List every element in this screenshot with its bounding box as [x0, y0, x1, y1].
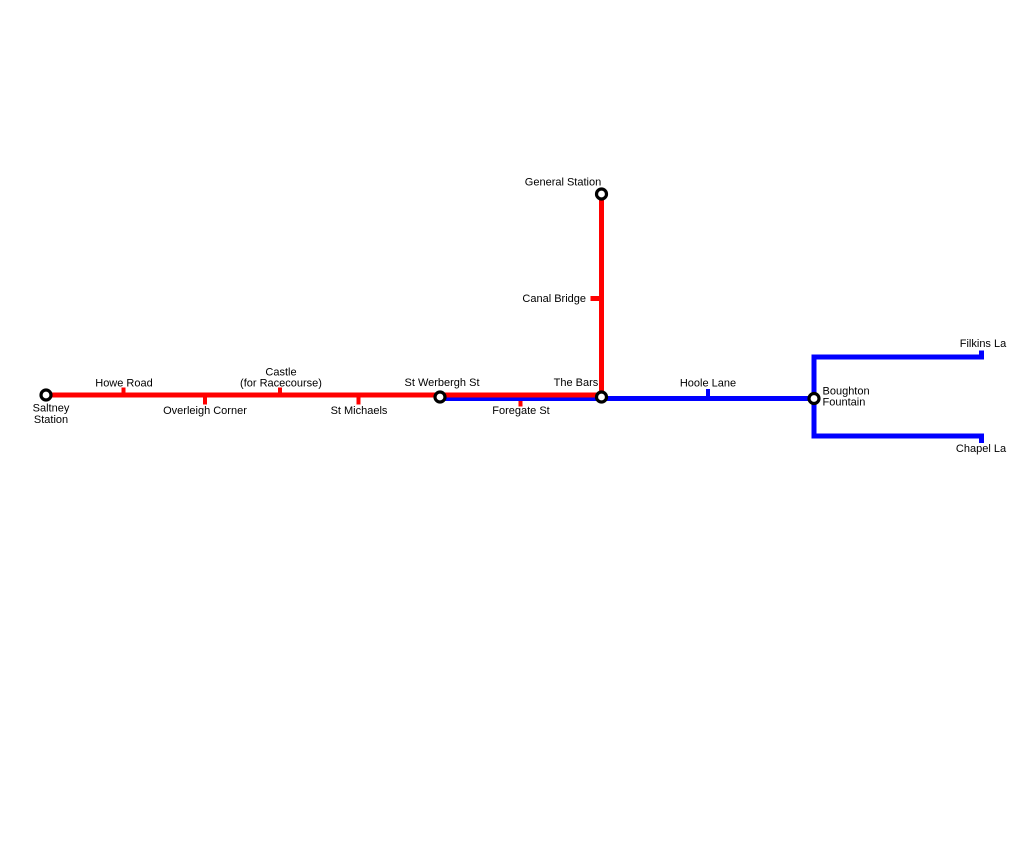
station-label-filkins-la: Filkins La [960, 338, 1007, 350]
station-label-hoole-lane: Hoole Lane [680, 378, 736, 390]
station-label-line: Saltney [33, 403, 70, 415]
station-label-line: General Station [525, 177, 601, 189]
station-label-overleigh-corner: Overleigh Corner [163, 405, 247, 417]
station-label-line: Overleigh Corner [163, 405, 247, 417]
station-label-chapel-la: Chapel La [956, 443, 1007, 455]
station-label-line: Howe Road [95, 378, 152, 390]
station-label-line: Hoole Lane [680, 378, 736, 390]
station-label-howe-road: Howe Road [95, 378, 152, 390]
station-label-line: Castle [265, 367, 296, 379]
station-label-line: Foregate St [492, 405, 549, 417]
station-marker-the-bars [594, 390, 609, 404]
station-marker-general-station [594, 187, 609, 201]
station-label-line: Station [34, 414, 68, 426]
station-marker-boughton-fountain [807, 391, 821, 406]
station-label-line: Boughton [823, 386, 870, 398]
station-label-line: St Werbergh St [405, 377, 480, 389]
red-line [47, 194, 604, 398]
station-label-line: Canal Bridge [522, 293, 586, 305]
station-label-the-bars: The Bars [554, 377, 599, 389]
station-label-line: Fountain [823, 397, 866, 409]
station-label-castle: Castle(for Racecourse) [240, 367, 322, 390]
station-label-general-station: General Station [525, 177, 601, 189]
station-label-st-werbergh-st: St Werbergh St [405, 377, 480, 389]
station-label-line: Filkins La [960, 338, 1007, 350]
station-label-line: (for Racecourse) [240, 378, 322, 390]
station-label-st-michaels: St Michaels [331, 405, 388, 417]
station-label-canal-bridge: Canal Bridge [522, 293, 586, 305]
station-label-line: The Bars [554, 377, 599, 389]
station-label-line: Chapel La [956, 443, 1007, 455]
station-label-foregate-st: Foregate St [492, 405, 549, 417]
station-marker-st-werbergh-st [433, 390, 447, 404]
station-label-line: St Michaels [331, 405, 388, 417]
station-marker-saltney-station [39, 388, 53, 402]
